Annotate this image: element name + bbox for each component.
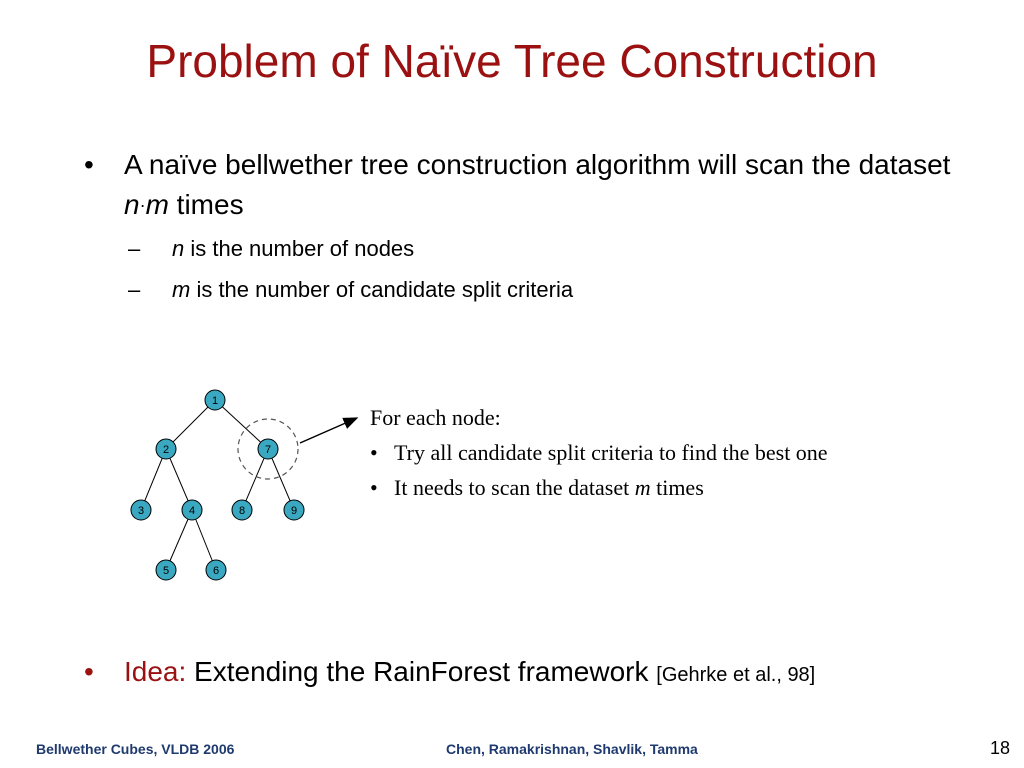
tree-node-7: 7 (257, 438, 279, 460)
callout-arrow (299, 417, 359, 444)
tree-node-6: 6 (205, 559, 227, 581)
tree-node-circle (155, 438, 177, 460)
page-number: 18 (990, 738, 1011, 758)
tree-node-label: 4 (189, 505, 195, 517)
idea-text: Extending the RainForest framework (186, 656, 657, 687)
tree-edge-4-5 (165, 509, 193, 571)
tree-node-label: 6 (213, 565, 219, 577)
tree-node-circle (204, 389, 226, 411)
tree-node-circle (155, 559, 177, 581)
var-n: n (124, 189, 140, 220)
sub-bullet-dash: – (128, 236, 141, 261)
tree-node-circle (130, 499, 152, 521)
tree-node-2: 2 (155, 438, 177, 460)
tree-node-label: 2 (163, 444, 169, 456)
sub-bullet-text: m is the number of candidate split crite… (172, 275, 573, 305)
tree-node-label: 5 (163, 565, 169, 577)
tree-node-circle (181, 499, 203, 521)
note-bullet: • (370, 440, 378, 465)
tree-nodes: 1 2 7 3 4 8 9 5 6 (130, 389, 305, 581)
bullet-symbol: • (84, 149, 94, 180)
note-bullet: • (370, 475, 378, 500)
var-m: m (145, 189, 169, 220)
bullet-main-text-after: times (168, 189, 244, 220)
tree-edge-7-8 (241, 448, 269, 511)
slide-title: Problem of Naïve Tree Construction (146, 35, 878, 87)
note-item-text-after: times (650, 475, 704, 500)
tree-node-label: 3 (138, 505, 144, 517)
tree-node-label: 8 (239, 505, 245, 517)
footer-authors: Chen, Ramakrishnan, Shavlik, Tamma (446, 741, 698, 757)
tree-edge-1-7 (214, 399, 269, 450)
note-heading: For each node: (370, 405, 501, 430)
tree-node-8: 8 (231, 499, 253, 521)
tree-edge-4-6 (191, 509, 217, 571)
tree-edges (140, 399, 295, 571)
note-item-split: • Try all candidate split criteria to fi… (370, 435, 970, 470)
node-note: For each node: • Try all candidate split… (370, 400, 970, 505)
note-item-text: Try all candidate split criteria to find… (394, 440, 828, 465)
bullet-main-text-before: A naïve bellwether tree construction alg… (124, 149, 951, 180)
footer-conference: Bellwether Cubes, VLDB 2006 (36, 741, 235, 757)
note-item-var: m (634, 475, 651, 500)
highlight-dashed-circle (237, 418, 299, 480)
tree-edge-2-4 (165, 448, 193, 511)
note-item-text-before: It needs to scan the dataset (394, 475, 635, 500)
tree-node-label: 7 (265, 444, 271, 456)
bullet-idea-text: Idea: Extending the RainForest framework… (124, 652, 815, 695)
tree-node-circle (283, 499, 305, 521)
sub-bullet-text: n is the number of nodes (172, 234, 414, 264)
tree-edge-7-9 (267, 448, 295, 511)
tree-node-5: 5 (155, 559, 177, 581)
sub-bullet-var: n (172, 236, 185, 261)
tree-node-circle (205, 559, 227, 581)
idea-label: Idea: (124, 656, 187, 687)
sub-bullet-var: m (172, 277, 191, 302)
tree-node-9: 9 (283, 499, 305, 521)
tree-node-1: 1 (204, 389, 226, 411)
tree-node-label: 1 (212, 395, 218, 407)
idea-citation: [Gehrke et al., 98] (656, 664, 816, 686)
bullet-symbol: • (84, 656, 94, 687)
tree-edge-1-2 (165, 399, 216, 450)
bullet-main-text: A naïve bellwether tree construction alg… (124, 145, 984, 225)
note-item-scan: • It needs to scan the dataset m times (370, 470, 970, 505)
multiply-dot: · (139, 195, 146, 215)
tree-node-4: 4 (181, 499, 203, 521)
sub-bullet-desc: is the number of candidate split criteri… (190, 277, 574, 302)
sub-bullet-desc: is the number of nodes (184, 236, 415, 261)
tree-node-label: 9 (291, 505, 297, 517)
tree-node-3: 3 (130, 499, 152, 521)
tree-node-circle (231, 499, 253, 521)
tree-node-circle (257, 438, 279, 460)
tree-edge-2-3 (140, 448, 167, 511)
sub-bullet-dash: – (128, 277, 141, 302)
